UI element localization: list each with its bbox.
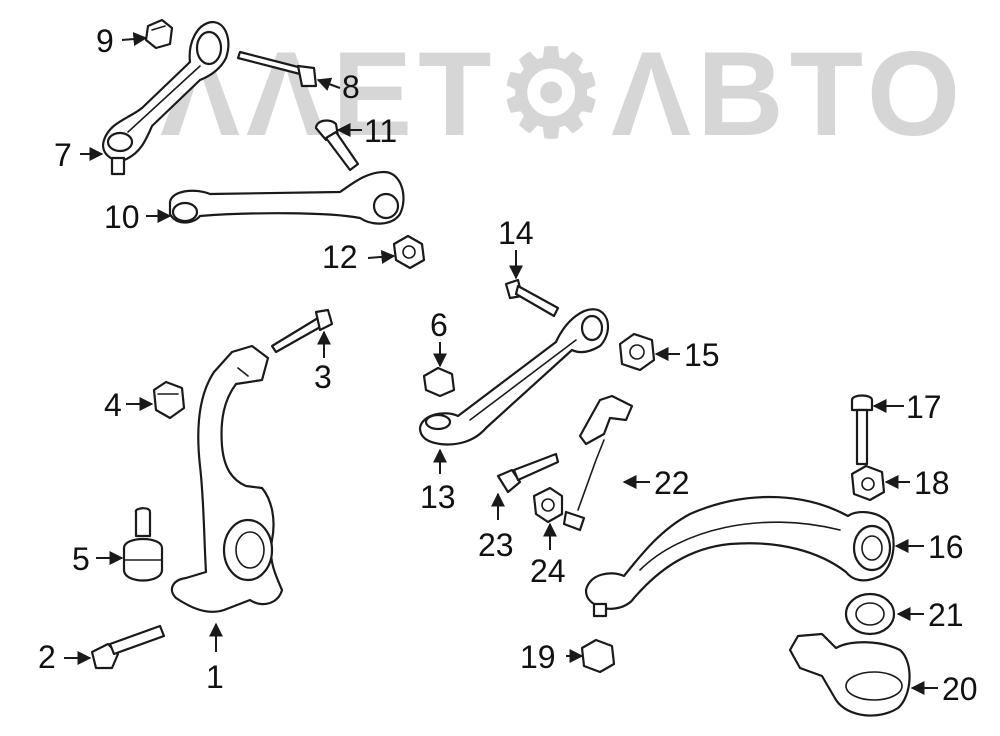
part-24-nut [532,486,564,524]
callout-7: 7 [54,137,72,173]
callout-11: 11 [364,113,397,149]
part-9-nut [144,18,174,50]
part-7-upper-arm [102,20,230,176]
callout-2: 2 [38,639,56,675]
leaders [64,32,938,695]
callout-24: 24 [530,553,566,589]
part-8-bolt [236,50,318,88]
part-23-bolt [496,452,560,494]
callout-4: 4 [104,387,122,423]
watermark-text: ΛΛΕΤ⚙ΛΒΤΟ [160,27,966,161]
part-3-bolt [270,308,334,354]
part-17-bolt [850,394,874,466]
callout-16: 16 [928,529,964,565]
part-16-lower-arm [584,495,895,618]
callout-10: 10 [104,199,140,235]
callout-19: 19 [520,639,556,675]
callout-22: 22 [654,465,690,501]
part-10-lower-arm [168,170,405,225]
part-15-nut [618,332,656,372]
callout-15: 15 [684,337,720,373]
part-20-mount [788,632,911,717]
callout-1: 1 [206,659,224,695]
callout-3: 3 [314,359,332,395]
callout-13: 13 [420,479,456,515]
callout-17: 17 [906,389,942,425]
callout-6: 6 [430,307,448,343]
callout-8: 8 [342,69,360,105]
part-6-nut [422,366,456,398]
callout-23: 23 [478,527,514,563]
part-22-sensor-link [562,394,634,532]
part-11-bolt [314,119,360,172]
callout-21: 21 [928,597,964,633]
callout-20: 20 [942,671,978,707]
part-13-rear-arm [418,308,610,446]
callout-18: 18 [914,465,950,501]
callout-labels: 1 2 3 4 5 6 7 8 9 10 11 12 13 14 15 16 1… [38,23,978,707]
part-2-bolt [90,624,166,670]
callout-9: 9 [96,23,114,59]
callout-5: 5 [72,541,90,577]
callout-14: 14 [498,215,534,251]
part-14-bolt [504,278,560,318]
part-21-bushing [844,592,896,636]
callout-12: 12 [322,239,358,275]
part-4-nut [152,380,186,420]
part-19-nut [580,638,616,674]
part-1-knuckle [170,344,284,613]
part-18-nut [850,464,886,502]
part-12-nut [392,234,426,270]
part-5-ball-joint [122,507,164,582]
